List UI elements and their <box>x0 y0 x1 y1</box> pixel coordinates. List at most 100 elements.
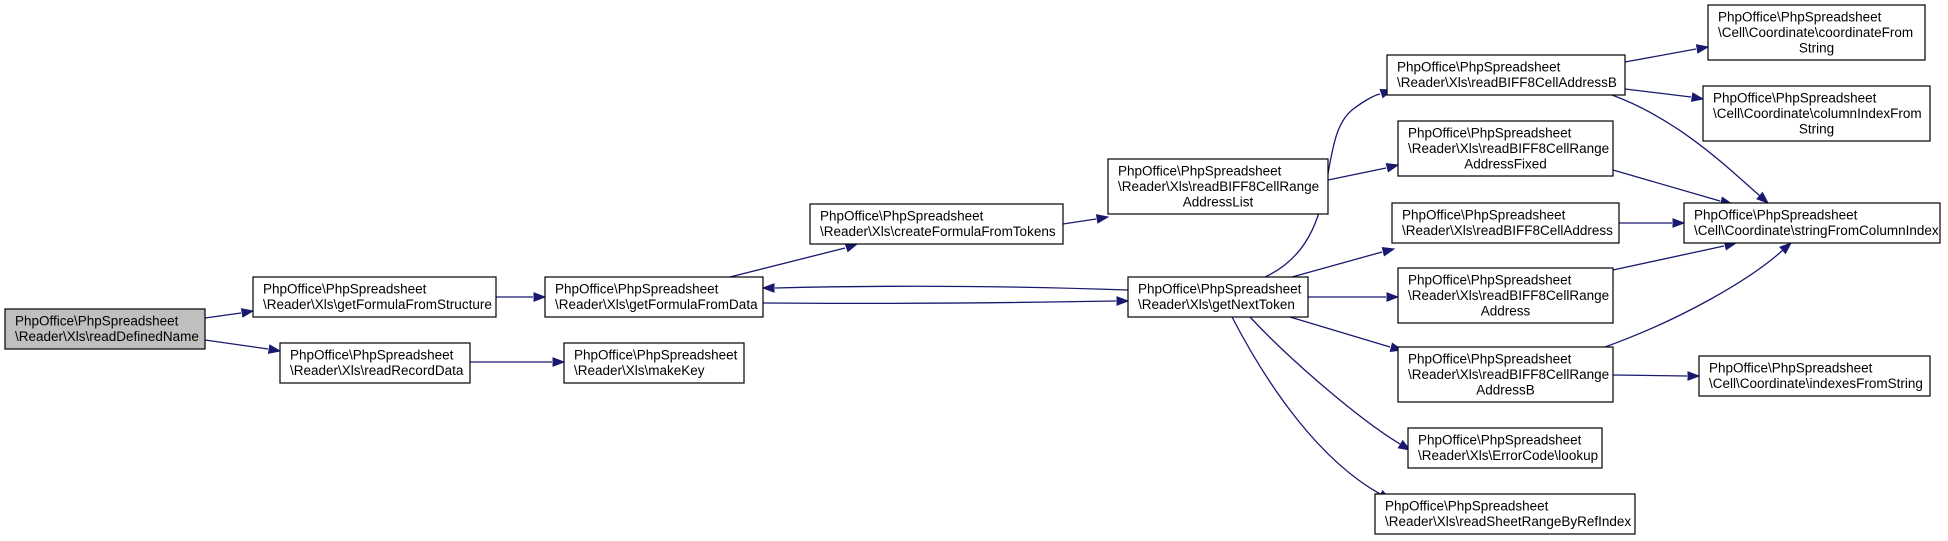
edge-line <box>1264 93 1381 278</box>
edge-line <box>762 300 1117 305</box>
node-box <box>1374 493 1636 535</box>
node-label-line: \Reader\Xls\getNextToken <box>1138 297 1295 312</box>
edge-getNextToken-to-ErrorCodeLookup <box>1249 316 1412 451</box>
node-box <box>1391 202 1620 244</box>
node-coordinateFromString[interactable]: PhpOffice\PhpSpreadsheet\Cell\Coordinate… <box>1707 4 1926 61</box>
node-label-line: \Reader\Xls\readDefinedName <box>15 329 199 344</box>
node-getFormulaFromData[interactable]: PhpOffice\PhpSpreadsheet\Reader\Xls\getF… <box>544 276 764 318</box>
node-label-line: \Cell\Coordinate\stringFromColumnIndex <box>1694 223 1939 238</box>
edge-getNextToken-to-getFormulaFromData <box>761 283 1129 293</box>
edge-line <box>774 285 1129 291</box>
arrowhead <box>1695 44 1710 54</box>
node-label-line: \Reader\Xls\getFormulaFromStructure <box>263 297 492 312</box>
node-label-line: PhpOffice\PhpSpreadsheet <box>1385 499 1549 514</box>
node-label-line: PhpOffice\PhpSpreadsheet <box>574 348 738 363</box>
edge-getNextToken-to-readBIFF8CellRangeAddress <box>1308 292 1400 302</box>
edge-readBIFF8CellRangeAddressFixed-to-stringFromColumnIndex <box>1612 169 1734 206</box>
node-readBIFF8CellAddressB[interactable]: PhpOffice\PhpSpreadsheet\Reader\Xls\read… <box>1386 54 1626 96</box>
edge-readBIFF8CellAddress-to-stringFromColumnIndex <box>1619 218 1686 228</box>
node-getNextToken[interactable]: PhpOffice\PhpSpreadsheet\Reader\Xls\getN… <box>1127 276 1309 318</box>
edge-readBIFF8CellRangeAddressList-to-readBIFF8CellRangeAddressFixed <box>1327 163 1400 181</box>
edge-getFormulaFromData-to-getNextToken <box>762 296 1130 306</box>
node-label-line: PhpOffice\PhpSpreadsheet <box>263 282 427 297</box>
arrowhead <box>1672 218 1686 228</box>
node-label-line: \Reader\Xls\createFormulaFromTokens <box>820 224 1056 239</box>
edge-line <box>1604 249 1784 348</box>
node-box <box>252 276 497 318</box>
edge-line <box>1612 245 1725 271</box>
node-createFormulaFromTokens[interactable]: PhpOffice\PhpSpreadsheet\Reader\Xls\crea… <box>809 203 1064 245</box>
node-stringFromColumnIndex[interactable]: PhpOffice\PhpSpreadsheet\Cell\Coordinate… <box>1683 202 1941 244</box>
node-getFormulaFromStructure[interactable]: PhpOffice\PhpSpreadsheet\Reader\Xls\getF… <box>252 276 497 318</box>
node-box <box>1107 158 1329 215</box>
node-readBIFF8CellRangeAddress[interactable]: PhpOffice\PhpSpreadsheet\Reader\Xls\read… <box>1397 267 1614 324</box>
edge-line <box>1611 94 1761 197</box>
edge-line <box>204 312 242 319</box>
edge-line <box>1291 251 1383 278</box>
edge-line <box>1624 48 1697 63</box>
node-label-line: String <box>1799 40 1834 55</box>
node-box <box>1707 4 1926 61</box>
node-label-line: AddressList <box>1183 194 1254 209</box>
arrowhead <box>1386 292 1400 302</box>
node-box <box>1407 427 1603 469</box>
edge-readDefinedName-to-getFormulaFromStructure <box>204 308 255 319</box>
node-ErrorCodeLookup[interactable]: PhpOffice\PhpSpreadsheet\Reader\Xls\Erro… <box>1407 427 1603 469</box>
node-label-line: \Reader\Xls\readSheetRangeByRefIndex <box>1385 514 1631 529</box>
node-label-line: \Reader\Xls\readBIFF8CellRange <box>1408 367 1609 382</box>
arrowhead <box>1690 92 1705 102</box>
node-readBIFF8CellRangeAddressB[interactable]: PhpOffice\PhpSpreadsheet\Reader\Xls\read… <box>1397 346 1614 403</box>
node-label-line: PhpOffice\PhpSpreadsheet <box>1713 90 1877 105</box>
node-box <box>1386 54 1626 96</box>
node-readRecordData[interactable]: PhpOffice\PhpSpreadsheet\Reader\Xls\read… <box>279 342 471 384</box>
node-label-line: Address <box>1481 303 1531 318</box>
edge-readRecordData-to-makeKey <box>470 357 566 367</box>
arrowhead <box>267 344 282 354</box>
node-label-line: String <box>1799 121 1834 136</box>
node-label-line: PhpOffice\PhpSpreadsheet <box>1397 60 1561 75</box>
node-readSheetRangeByRefIndex[interactable]: PhpOffice\PhpSpreadsheet\Reader\Xls\read… <box>1374 493 1636 535</box>
node-indexesFromString[interactable]: PhpOffice\PhpSpreadsheet\Cell\Coordinate… <box>1698 355 1931 397</box>
arrowhead <box>1756 191 1770 204</box>
node-label-line: PhpOffice\PhpSpreadsheet <box>1709 361 1873 376</box>
arrowhead <box>1687 371 1701 381</box>
node-label-line: \Reader\Xls\ErrorCode\lookup <box>1418 448 1598 463</box>
node-label-line: AddressB <box>1476 382 1535 397</box>
edge-createFormulaFromTokens-to-readBIFF8CellRangeAddressList <box>1062 214 1110 225</box>
node-readBIFF8CellRangeAddressList[interactable]: PhpOffice\PhpSpreadsheet\Reader\Xls\read… <box>1107 158 1329 215</box>
node-label-line: PhpOffice\PhpSpreadsheet <box>555 282 719 297</box>
edge-readBIFF8CellRangeAddress-to-stringFromColumnIndex <box>1612 241 1738 271</box>
node-readBIFF8CellRangeAddressFixed[interactable]: PhpOffice\PhpSpreadsheet\Reader\Xls\read… <box>1397 120 1614 177</box>
node-label-line: PhpOffice\PhpSpreadsheet <box>1408 125 1572 140</box>
edge-getNextToken-to-readSheetRangeByRefIndex <box>1231 316 1392 501</box>
node-box <box>1698 355 1931 397</box>
edge-line <box>729 247 846 278</box>
edge-readBIFF8CellAddressB-to-stringFromColumnIndex <box>1611 94 1770 204</box>
edge-getFormulaFromStructure-to-getFormulaFromData <box>496 292 547 302</box>
arrowhead <box>1116 296 1130 306</box>
node-columnIndexFromString[interactable]: PhpOffice\PhpSpreadsheet\Cell\Coordinate… <box>1702 85 1931 142</box>
nodes-layer: PhpOffice\PhpSpreadsheet\Reader\Xls\read… <box>4 4 1941 535</box>
edge-line <box>1289 316 1391 348</box>
node-box <box>1397 346 1614 403</box>
node-box <box>1702 85 1931 142</box>
node-readDefinedName[interactable]: PhpOffice\PhpSpreadsheet\Reader\Xls\read… <box>4 308 206 350</box>
node-label-line: PhpOffice\PhpSpreadsheet <box>1118 163 1282 178</box>
arrowhead <box>844 242 859 253</box>
node-label-line: PhpOffice\PhpSpreadsheet <box>1408 272 1572 287</box>
node-label-line: PhpOffice\PhpSpreadsheet <box>1138 282 1302 297</box>
edge-readBIFF8CellRangeAddressB-to-indexesFromString <box>1612 371 1701 381</box>
edge-line <box>1249 316 1401 445</box>
edge-readBIFF8CellAddressB-to-coordinateFromString <box>1624 44 1710 63</box>
edge-line <box>1624 88 1692 98</box>
arrowhead <box>1385 163 1400 173</box>
node-box <box>1127 276 1309 318</box>
arrowhead <box>240 308 255 318</box>
node-box <box>563 342 745 384</box>
node-label-line: \Cell\Coordinate\indexesFromString <box>1709 376 1923 391</box>
node-label-line: \Reader\Xls\readRecordData <box>290 363 464 378</box>
edge-line <box>1231 316 1381 495</box>
node-makeKey[interactable]: PhpOffice\PhpSpreadsheet\Reader\Xls\make… <box>563 342 745 384</box>
node-readBIFF8CellAddress[interactable]: PhpOffice\PhpSpreadsheet\Reader\Xls\read… <box>1391 202 1620 244</box>
edge-readBIFF8CellAddressB-to-columnIndexFromString <box>1624 88 1705 102</box>
